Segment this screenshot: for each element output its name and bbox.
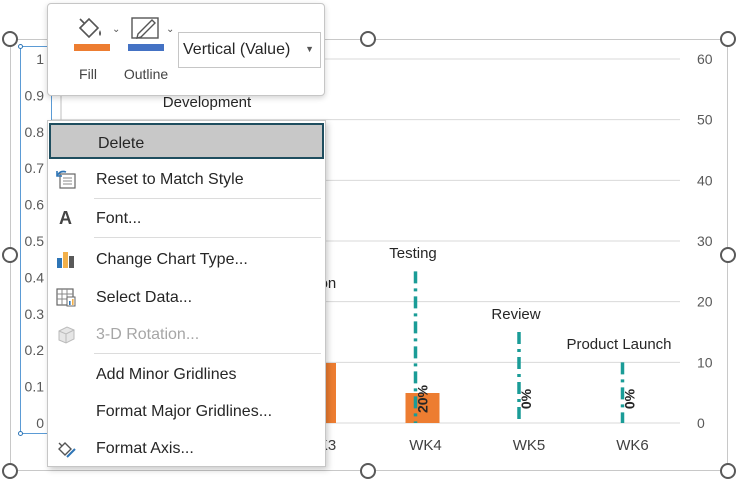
font-icon: A [59, 208, 72, 228]
category-label: WK4 [409, 437, 442, 454]
left-axis-tick-label: 0.9 [25, 87, 45, 103]
pen-outline-icon [131, 17, 159, 39]
menu-item-3d-rotation[interactable]: 3-D Rotation... [49, 316, 324, 352]
menu-item-label: Format Axis... [96, 440, 194, 457]
chart-type-icon [57, 252, 74, 268]
milestone-annotation: Testing [389, 245, 437, 262]
mini-toolbar: ⌄ Fill ⌄ Outline Vertical (Value) ▼ [47, 3, 325, 96]
menu-item-label: 3-D Rotation... [96, 326, 200, 343]
menu-separator [94, 237, 321, 238]
right-axis-tick-label: 50 [697, 112, 713, 128]
left-axis-tick-label: 0.1 [25, 379, 45, 395]
right-axis: 0 10 20 30 40 50 60 [697, 51, 713, 431]
chart-element-value: Vertical (Value) [183, 41, 291, 58]
reset-style-icon [56, 170, 76, 189]
menu-item-reset-to-match-style[interactable]: Reset to Match Style [49, 161, 324, 197]
menu-separator [94, 353, 321, 354]
right-axis-tick-label: 60 [697, 51, 713, 67]
milestone-annotation: Review [491, 306, 540, 323]
context-menu: Delete Reset to Match Style A Font... Ch… [47, 120, 326, 467]
right-axis-tick-label: 0 [697, 415, 705, 431]
bar-value-label: 0% [622, 388, 638, 409]
milestone-annotation: Product Launch [566, 336, 671, 353]
left-axis-tick-label: 1 [36, 51, 44, 67]
menu-item-format-axis[interactable]: Format Axis... [49, 430, 324, 466]
menu-separator [94, 198, 321, 199]
category-label: WK6 [616, 437, 649, 454]
resize-handle-left[interactable] [2, 247, 18, 263]
right-axis-tick-label: 30 [697, 233, 713, 249]
menu-item-change-chart-type[interactable]: Change Chart Type... [49, 241, 324, 277]
fill-button[interactable]: ⌄ Fill [58, 10, 121, 90]
bars: 50%20%0%0% [302, 363, 638, 423]
bar-value-label: 20% [415, 384, 431, 413]
fill-caret-icon[interactable]: ⌄ [112, 24, 121, 35]
menu-item-delete[interactable]: Delete [49, 123, 324, 159]
right-axis-tick-label: 40 [697, 172, 713, 188]
bar [405, 393, 440, 423]
bar-value-label: 0% [518, 388, 534, 409]
fill-color-swatch [74, 44, 110, 51]
fill-label: Fill [79, 66, 97, 82]
right-axis-tick-label: 20 [697, 294, 713, 310]
paint-bucket-icon [78, 17, 101, 39]
select-data-icon [56, 288, 76, 307]
right-axis-tick-label: 10 [697, 354, 713, 370]
annotations: DevelopmentationTestingReviewProduct Lau… [163, 94, 672, 353]
dropdown-arrow-icon[interactable]: ▼ [305, 44, 314, 54]
resize-handle-top-left[interactable] [2, 31, 18, 47]
left-axis-tick-label: 0.3 [25, 306, 45, 322]
resize-handle-bottom[interactable] [360, 463, 376, 479]
menu-item-label: Reset to Match Style [96, 171, 244, 188]
menu-item-label: Format Major Gridlines... [96, 403, 273, 420]
left-axis-tick-label: 0.7 [25, 160, 45, 176]
resize-handle-bottom-left[interactable] [2, 463, 18, 479]
left-axis-tick-label: 0.5 [25, 233, 45, 249]
milestones [413, 271, 625, 423]
chart-element-dropdown[interactable]: Vertical (Value) ▼ [178, 32, 321, 68]
format-axis-icon [58, 442, 76, 458]
menu-item-label: Font... [96, 210, 142, 227]
rotation-icon [58, 326, 75, 344]
left-axis: 0 0.1 0.2 0.3 0.4 0.5 0.6 0.7 0.8 0.9 1 [25, 51, 45, 431]
resize-handle-top[interactable] [360, 31, 376, 47]
menu-item-label: Change Chart Type... [96, 251, 248, 268]
menu-item-label: Add Minor Gridlines [96, 366, 237, 383]
left-axis-tick-label: 0.6 [25, 197, 45, 213]
menu-item-label: Select Data... [96, 289, 193, 306]
left-axis-tick-label: 0.8 [25, 124, 45, 140]
resize-handle-right[interactable] [720, 247, 736, 263]
menu-item-format-major-gridlines[interactable]: Format Major Gridlines... [49, 393, 324, 429]
category-label: WK5 [513, 437, 546, 454]
left-axis-tick-label: 0.2 [25, 342, 45, 358]
menu-item-label: Delete [98, 135, 145, 152]
resize-handle-top-right[interactable] [720, 31, 736, 47]
menu-item-select-data[interactable]: Select Data... [49, 279, 324, 315]
menu-item-font[interactable]: A Font... [49, 200, 324, 236]
outline-caret-icon[interactable]: ⌄ [166, 24, 175, 35]
outline-button[interactable]: ⌄ Outline [118, 10, 174, 90]
outline-label: Outline [123, 66, 169, 82]
left-axis-tick-label: 0 [36, 415, 44, 431]
resize-handle-bottom-right[interactable] [720, 463, 736, 479]
axis-selection-dot[interactable] [18, 431, 23, 436]
left-axis-tick-label: 0.4 [25, 269, 45, 285]
menu-item-add-minor-gridlines[interactable]: Add Minor Gridlines [49, 356, 324, 392]
milestone-annotation: Development [163, 94, 252, 111]
outline-color-swatch [128, 44, 164, 51]
axis-selection-dot[interactable] [18, 44, 23, 49]
